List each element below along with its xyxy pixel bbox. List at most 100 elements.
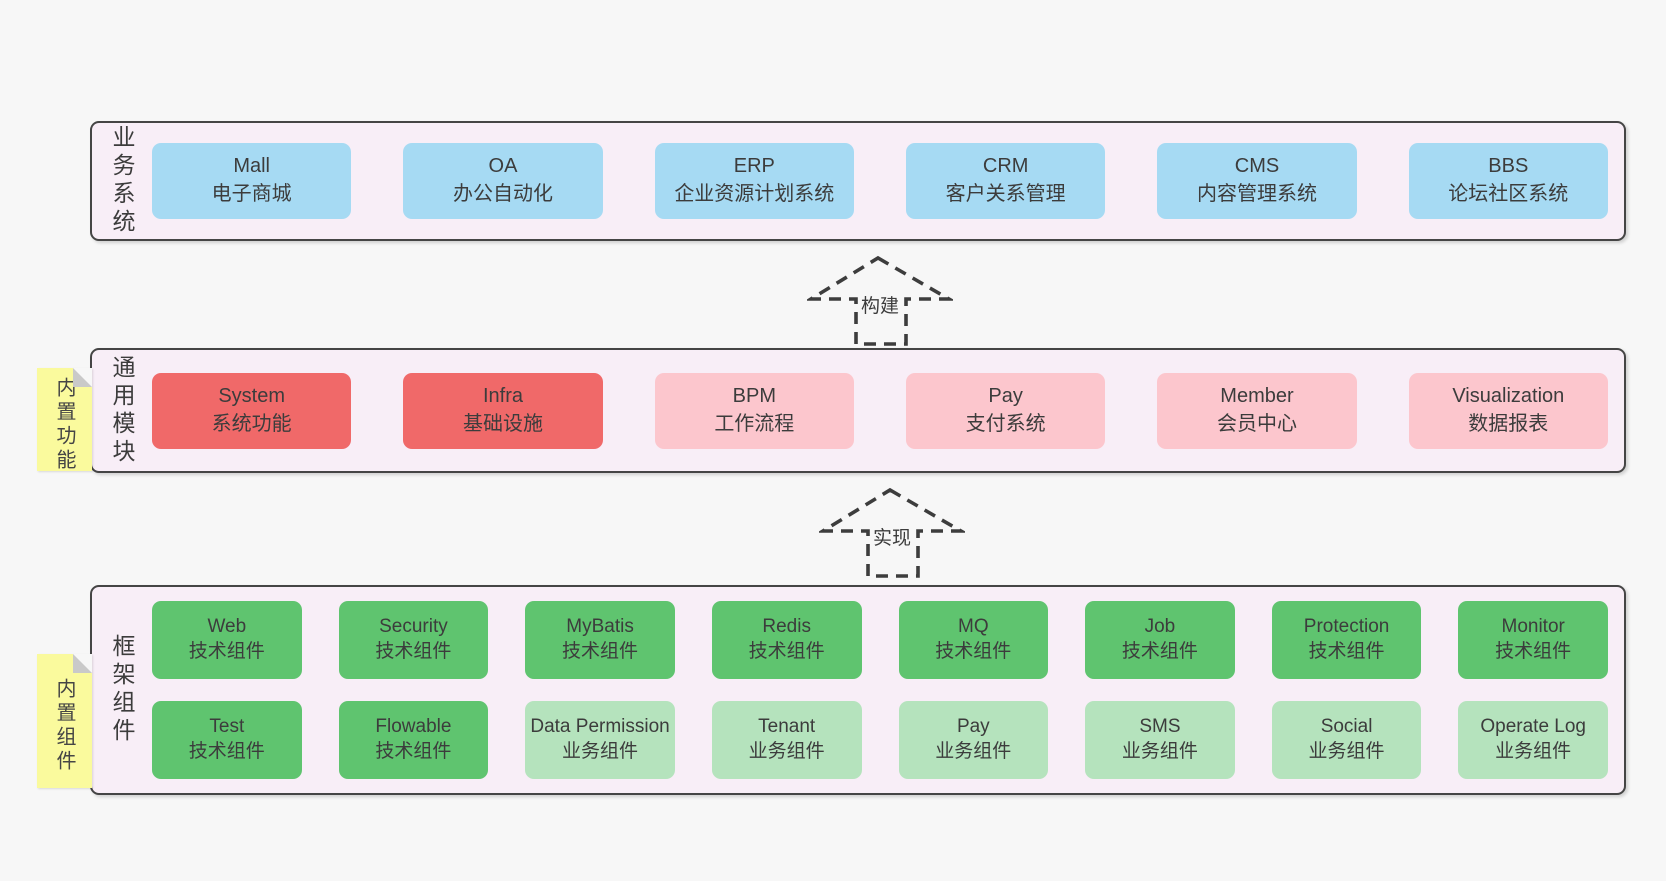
box-title: Visualization — [1452, 384, 1565, 407]
component-box-tenant: Tenant 业务组件 — [711, 701, 862, 779]
arrow-build-label: 构建 — [857, 291, 903, 318]
box-title: MyBatis — [566, 616, 634, 638]
box-subtitle: 技术组件 — [748, 641, 825, 662]
arrow-implement-label: 实现 — [869, 523, 915, 550]
up-arrow-icon — [819, 487, 965, 578]
box-title: MQ — [958, 616, 989, 638]
box-title: Pay — [988, 384, 1023, 407]
box-subtitle: 内容管理系统 — [1196, 183, 1317, 205]
business-systems-boxes: Mall 电子商城 OA 办公自动化 ERP 企业资源计划系统 CRM 客户关系管理 CMS 内容… — [152, 123, 1624, 239]
band-label-column: 框架组件 — [92, 587, 152, 793]
box-subtitle: 办公自动化 — [452, 183, 553, 205]
box-title: Monitor — [1501, 616, 1565, 638]
box-title: BPM — [732, 384, 776, 407]
component-box-system: System 系统功能 — [152, 372, 352, 449]
box-title: Mall — [233, 155, 270, 178]
component-box-erp: ERP 企业资源计划系统 — [654, 143, 854, 219]
component-box-mall: Mall 电子商城 — [152, 143, 352, 219]
box-subtitle: 业务组件 — [562, 741, 639, 762]
box-title: Protection — [1303, 616, 1390, 638]
component-box-member: Member 会员中心 — [1157, 372, 1357, 449]
box-subtitle: 企业资源计划系统 — [674, 183, 835, 205]
box-subtitle: 支付系统 — [965, 412, 1046, 435]
box-subtitle: 论坛社区系统 — [1448, 183, 1569, 205]
box-title: SMS — [1139, 716, 1181, 738]
box-title: Job — [1144, 616, 1176, 638]
box-title: Tenant — [758, 716, 816, 738]
component-box-web: Web 技术组件 — [152, 601, 302, 679]
box-title: Member — [1220, 384, 1294, 407]
component-box-pay: Pay 支付系统 — [905, 372, 1106, 449]
box-title: Social — [1320, 716, 1373, 738]
box-title: OA — [488, 155, 518, 178]
component-box-data-permission: Data Permission 业务组件 — [525, 701, 675, 779]
box-subtitle: 系统功能 — [211, 412, 292, 435]
band-business-systems: 业务系统 Mall 电子商城 OA 办公自动化 ERP 企业资源计划系统 CRM 客户关系管理… — [90, 121, 1626, 241]
box-title: CRM — [982, 155, 1029, 178]
box-subtitle: 客户关系管理 — [945, 183, 1066, 205]
box-subtitle: 技术组件 — [375, 641, 452, 662]
box-title: Operate Log — [1480, 716, 1586, 738]
box-subtitle: 业务组件 — [1495, 741, 1572, 762]
band-label-common-modules: 通用模块 — [109, 354, 135, 467]
sticky-built-in-features-label: 内置功能 — [53, 376, 75, 473]
component-box-pay: Pay 业务组件 — [898, 701, 1049, 779]
box-subtitle: 技术组件 — [562, 641, 639, 662]
component-box-sms: SMS 业务组件 — [1085, 701, 1235, 779]
band-label-framework-components: 框架组件 — [109, 634, 135, 746]
band-label-column: 通用模块 — [92, 350, 152, 471]
box-subtitle: 技术组件 — [188, 641, 265, 662]
sticky-built-in-components-label: 内置组件 — [53, 678, 75, 774]
box-title: CMS — [1234, 155, 1280, 178]
box-title: Data Permission — [530, 716, 670, 738]
component-box-redis: Redis 技术组件 — [711, 601, 862, 679]
box-subtitle: 业务组件 — [935, 741, 1012, 762]
box-title: Redis — [762, 616, 811, 638]
box-subtitle: 数据报表 — [1468, 412, 1549, 435]
box-subtitle: 技术组件 — [188, 741, 265, 762]
box-subtitle: 会员中心 — [1216, 412, 1297, 435]
band-label-business-systems: 业务系统 — [109, 125, 135, 237]
component-box-mybatis: MyBatis 技术组件 — [525, 601, 675, 679]
box-subtitle: 电子商城 — [211, 183, 292, 205]
box-title: Test — [209, 716, 245, 738]
box-subtitle: 业务组件 — [748, 741, 825, 762]
arrow-build: 构建 — [807, 255, 953, 347]
box-subtitle: 技术组件 — [1121, 641, 1198, 662]
sticky-built-in-features: 内置功能 — [37, 368, 92, 473]
component-box-bpm: BPM 工作流程 — [654, 372, 854, 449]
component-box-crm: CRM 客户关系管理 — [905, 143, 1106, 219]
box-title: Infra — [482, 384, 523, 407]
box-title: System — [218, 384, 285, 407]
component-box-cms: CMS 内容管理系统 — [1157, 143, 1357, 219]
box-title: Web — [207, 616, 247, 638]
component-box-job: Job 技术组件 — [1085, 601, 1235, 679]
box-title: Pay — [956, 716, 990, 738]
component-box-flowable: Flowable 技术组件 — [338, 701, 489, 779]
band-label-column: 业务系统 — [92, 123, 152, 239]
component-box-operate-log: Operate Log 业务组件 — [1458, 701, 1608, 779]
sticky-built-in-components: 内置组件 — [37, 654, 92, 788]
box-title: ERP — [733, 155, 775, 178]
box-subtitle: 业务组件 — [1121, 741, 1198, 762]
box-title: Security — [379, 616, 448, 638]
box-subtitle: 技术组件 — [1495, 641, 1572, 662]
arrow-implement: 实现 — [819, 487, 965, 579]
box-subtitle: 工作流程 — [714, 412, 795, 435]
component-box-monitor: Monitor 技术组件 — [1458, 601, 1608, 679]
component-box-test: Test 技术组件 — [152, 701, 302, 779]
component-box-bbs: BBS 论坛社区系统 — [1408, 143, 1608, 219]
box-title: BBS — [1488, 155, 1529, 178]
box-title: Flowable — [375, 716, 452, 738]
component-box-security: Security 技术组件 — [338, 601, 489, 679]
up-arrow-icon — [807, 255, 953, 346]
box-subtitle: 技术组件 — [375, 741, 452, 762]
